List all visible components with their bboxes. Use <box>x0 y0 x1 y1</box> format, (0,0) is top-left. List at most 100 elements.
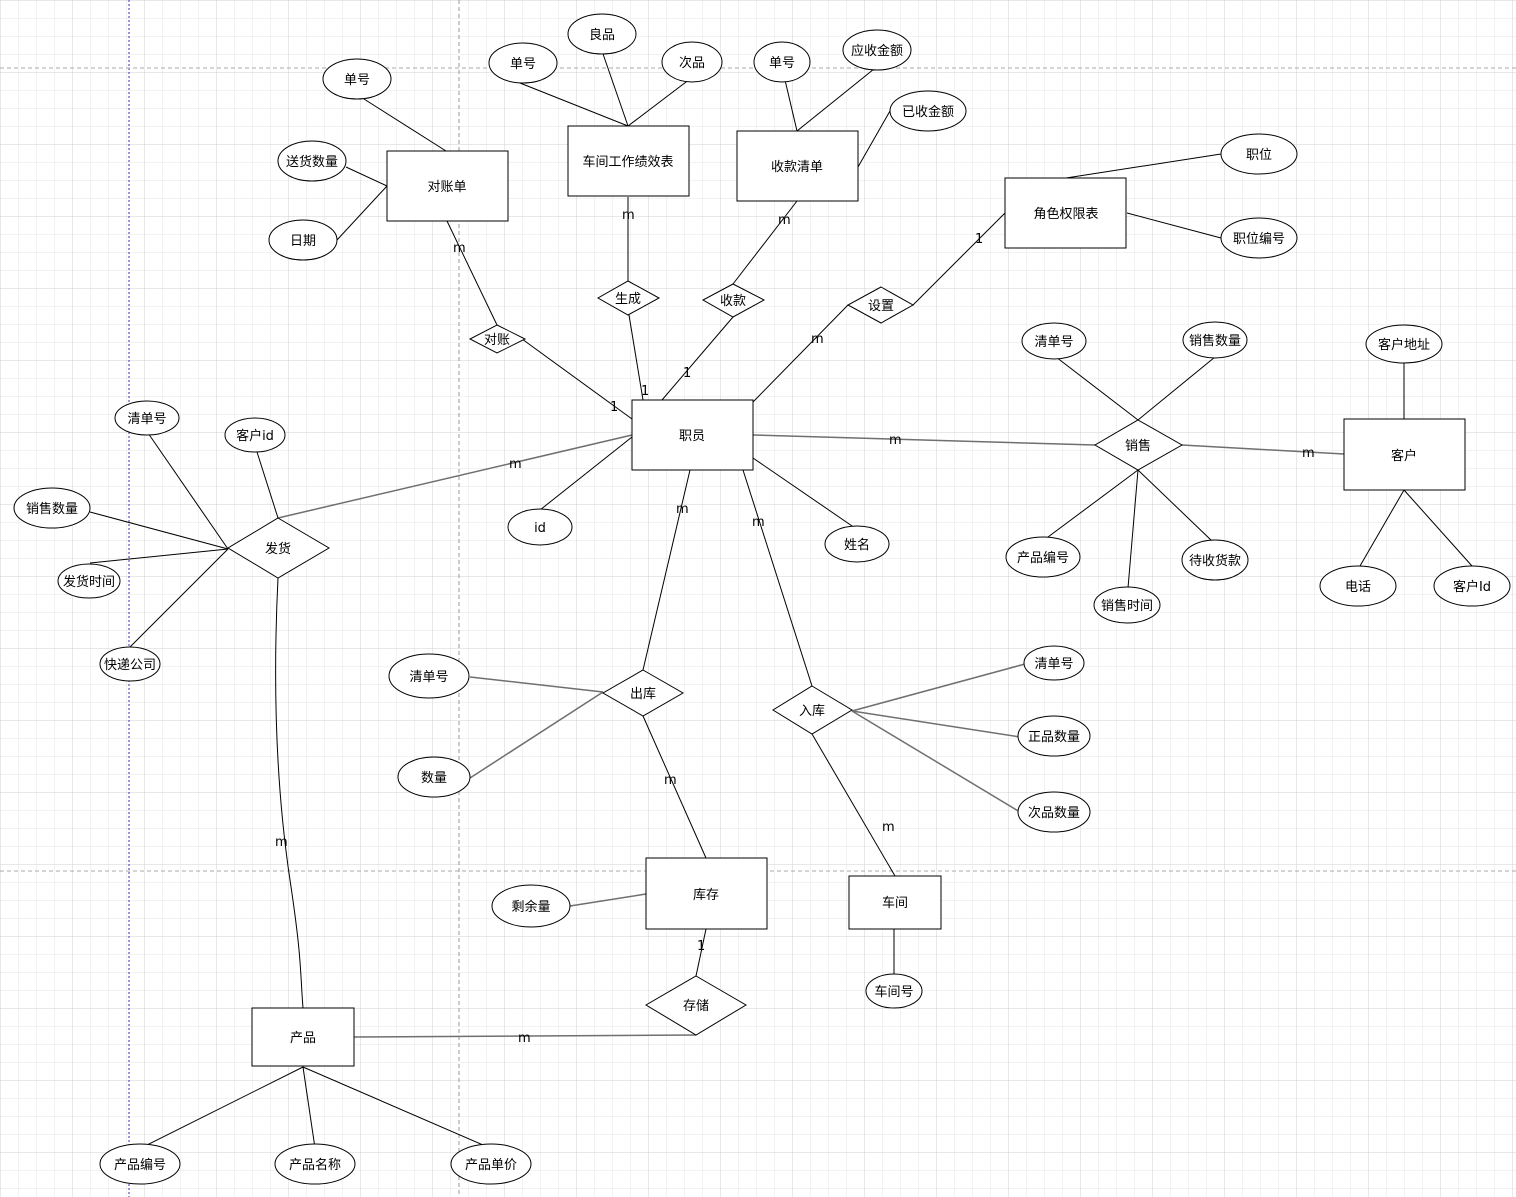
card-emp-ship: m <box>509 457 522 472</box>
attr-ship-courier[interactable]: 快递公司 <box>99 646 161 682</box>
attr-label: 单号 <box>510 57 536 72</box>
attr-label: 送货数量 <box>286 154 338 170</box>
attr-receipt-no[interactable]: 单号 <box>753 41 811 83</box>
attr-label: 剩余量 <box>511 899 550 915</box>
attr-workshop-no[interactable]: 车间号 <box>865 973 923 1009</box>
entity-label: 角色权限表 <box>1033 206 1098 222</box>
attr-ship-time[interactable]: 发货时间 <box>57 563 121 599</box>
attr-sale-time[interactable]: 销售时间 <box>1093 586 1161 624</box>
attr-ship-customer-id[interactable]: 客户id <box>224 417 286 453</box>
card-perf: m <box>622 208 635 223</box>
relationship-sale[interactable]: 销售 <box>1094 419 1184 471</box>
attr-outbound-qty[interactable]: 数量 <box>397 756 471 798</box>
attr-label: 次品 <box>679 55 705 71</box>
attr-inbound-list-no[interactable]: 清单号 <box>1023 645 1085 681</box>
attr-label: 正品数量 <box>1028 730 1080 745</box>
attr-label: 销售数量 <box>26 501 78 517</box>
entity-label: 库存 <box>693 887 719 903</box>
entity-label: 产品 <box>290 1031 316 1046</box>
attr-product-price[interactable]: 产品单价 <box>450 1143 532 1185</box>
attr-statement-qty[interactable]: 送货数量 <box>277 140 347 182</box>
attr-label: 清单号 <box>409 670 448 685</box>
relationship-label: 销售 <box>1125 438 1151 454</box>
relationship-generate[interactable]: 生成 <box>596 280 661 316</box>
attr-sale-pending[interactable]: 待收货款 <box>1181 539 1249 581</box>
attr-inbound-defect-qty[interactable]: 次品数量 <box>1017 791 1091 833</box>
card-inv-store: 1 <box>697 939 705 954</box>
attr-product-no[interactable]: 产品编号 <box>99 1143 181 1185</box>
entity-employee[interactable]: 职员 <box>631 399 754 471</box>
attr-inbound-good-qty[interactable]: 正品数量 <box>1017 715 1091 757</box>
entity-inventory[interactable]: 库存 <box>645 857 768 930</box>
card-sale-cust: m <box>1302 446 1315 461</box>
attr-role-position-no[interactable]: 职位编号 <box>1220 217 1298 259</box>
relationship-inbound[interactable]: 入库 <box>772 685 853 735</box>
attr-role-position[interactable]: 职位 <box>1220 133 1298 175</box>
card-ship-prod: m <box>275 835 288 850</box>
card-set: m <box>811 332 824 347</box>
relationship-set[interactable]: 设置 <box>846 286 915 324</box>
relationship-reconcile[interactable]: 对账 <box>468 324 527 354</box>
entity-product[interactable]: 产品 <box>251 1007 355 1067</box>
attr-label: 电话 <box>1345 580 1371 595</box>
attr-inventory-remaining[interactable]: 剩余量 <box>491 884 571 928</box>
attr-label: 职位编号 <box>1233 232 1285 247</box>
entity-label: 收款清单 <box>771 160 823 175</box>
relationship-label: 设置 <box>868 299 894 314</box>
card-emp-out: m <box>676 502 689 517</box>
card-in-ws: m <box>882 820 895 835</box>
entity-role-permission[interactable]: 角色权限表 <box>1004 177 1127 249</box>
attr-label: 良品 <box>589 27 615 43</box>
relationships: 对账 生成 收款 设置 销售 发货 出库 入库 <box>227 280 1184 1036</box>
attr-perf-no[interactable]: 单号 <box>488 42 558 84</box>
card-collect: 1 <box>683 366 691 381</box>
attr-statement-date[interactable]: 日期 <box>268 219 338 261</box>
attr-employee-id[interactable]: id <box>507 508 573 546</box>
entity-receipt-list[interactable]: 收款清单 <box>736 130 859 202</box>
entity-statement[interactable]: 对账单 <box>386 150 509 222</box>
attr-label: 次品数量 <box>1028 805 1080 821</box>
relationship-label: 生成 <box>615 292 641 307</box>
attr-label: 清单号 <box>1034 335 1073 350</box>
card-store-prod: m <box>518 1031 531 1046</box>
attr-label: 应收金额 <box>851 43 903 59</box>
entity-workshop[interactable]: 车间 <box>848 875 942 930</box>
attr-perf-defect[interactable]: 次品 <box>661 41 723 83</box>
entity-customer[interactable]: 客户 <box>1343 418 1466 491</box>
attr-sale-list-no[interactable]: 清单号 <box>1021 322 1087 360</box>
attr-ship-list-no[interactable]: 清单号 <box>114 400 180 436</box>
attr-label: 车间号 <box>874 984 913 1000</box>
attr-customer-id[interactable]: 客户Id <box>1433 565 1511 607</box>
attr-label: 职位 <box>1246 148 1272 163</box>
edges <box>89 50 1473 1149</box>
entity-workshop-perf[interactable]: 车间工作绩效表 <box>567 125 690 197</box>
relationship-outbound[interactable]: 出库 <box>601 669 685 717</box>
attr-employee-name[interactable]: 姓名 <box>824 525 890 563</box>
attr-label: 客户Id <box>1453 579 1491 595</box>
relationship-collect[interactable]: 收款 <box>701 283 766 318</box>
relationship-ship[interactable]: 发货 <box>227 517 330 579</box>
attr-customer-address[interactable]: 客户地址 <box>1365 324 1443 364</box>
entity-label: 对账单 <box>427 180 466 195</box>
attr-customer-phone[interactable]: 电话 <box>1319 565 1397 607</box>
relationship-label: 发货 <box>265 541 291 557</box>
attr-receipt-received[interactable]: 已收金额 <box>889 90 967 132</box>
attr-product-name[interactable]: 产品名称 <box>274 1143 356 1185</box>
attr-sale-product-no[interactable]: 产品编号 <box>1005 536 1081 578</box>
entity-label: 客户 <box>1391 448 1417 464</box>
attr-sale-qty[interactable]: 销售数量 <box>1182 321 1248 359</box>
attr-perf-good[interactable]: 良品 <box>567 13 637 55</box>
entity-label: 职员 <box>679 429 705 444</box>
attr-outbound-list-no[interactable]: 清单号 <box>388 653 470 699</box>
attr-label: id <box>534 521 546 536</box>
attr-label: 已收金额 <box>902 104 954 120</box>
attr-label: 产品名称 <box>289 1157 341 1173</box>
attr-statement-no[interactable]: 单号 <box>322 58 392 100</box>
attr-ship-qty[interactable]: 销售数量 <box>13 487 91 529</box>
card-statement: m <box>453 241 466 256</box>
card-out-inv: m <box>664 773 677 788</box>
attr-label: 清单号 <box>127 412 166 427</box>
relationship-store[interactable]: 存储 <box>645 975 747 1036</box>
attr-receipt-receivable[interactable]: 应收金额 <box>842 29 912 71</box>
attr-label: 产品单价 <box>465 1158 517 1173</box>
